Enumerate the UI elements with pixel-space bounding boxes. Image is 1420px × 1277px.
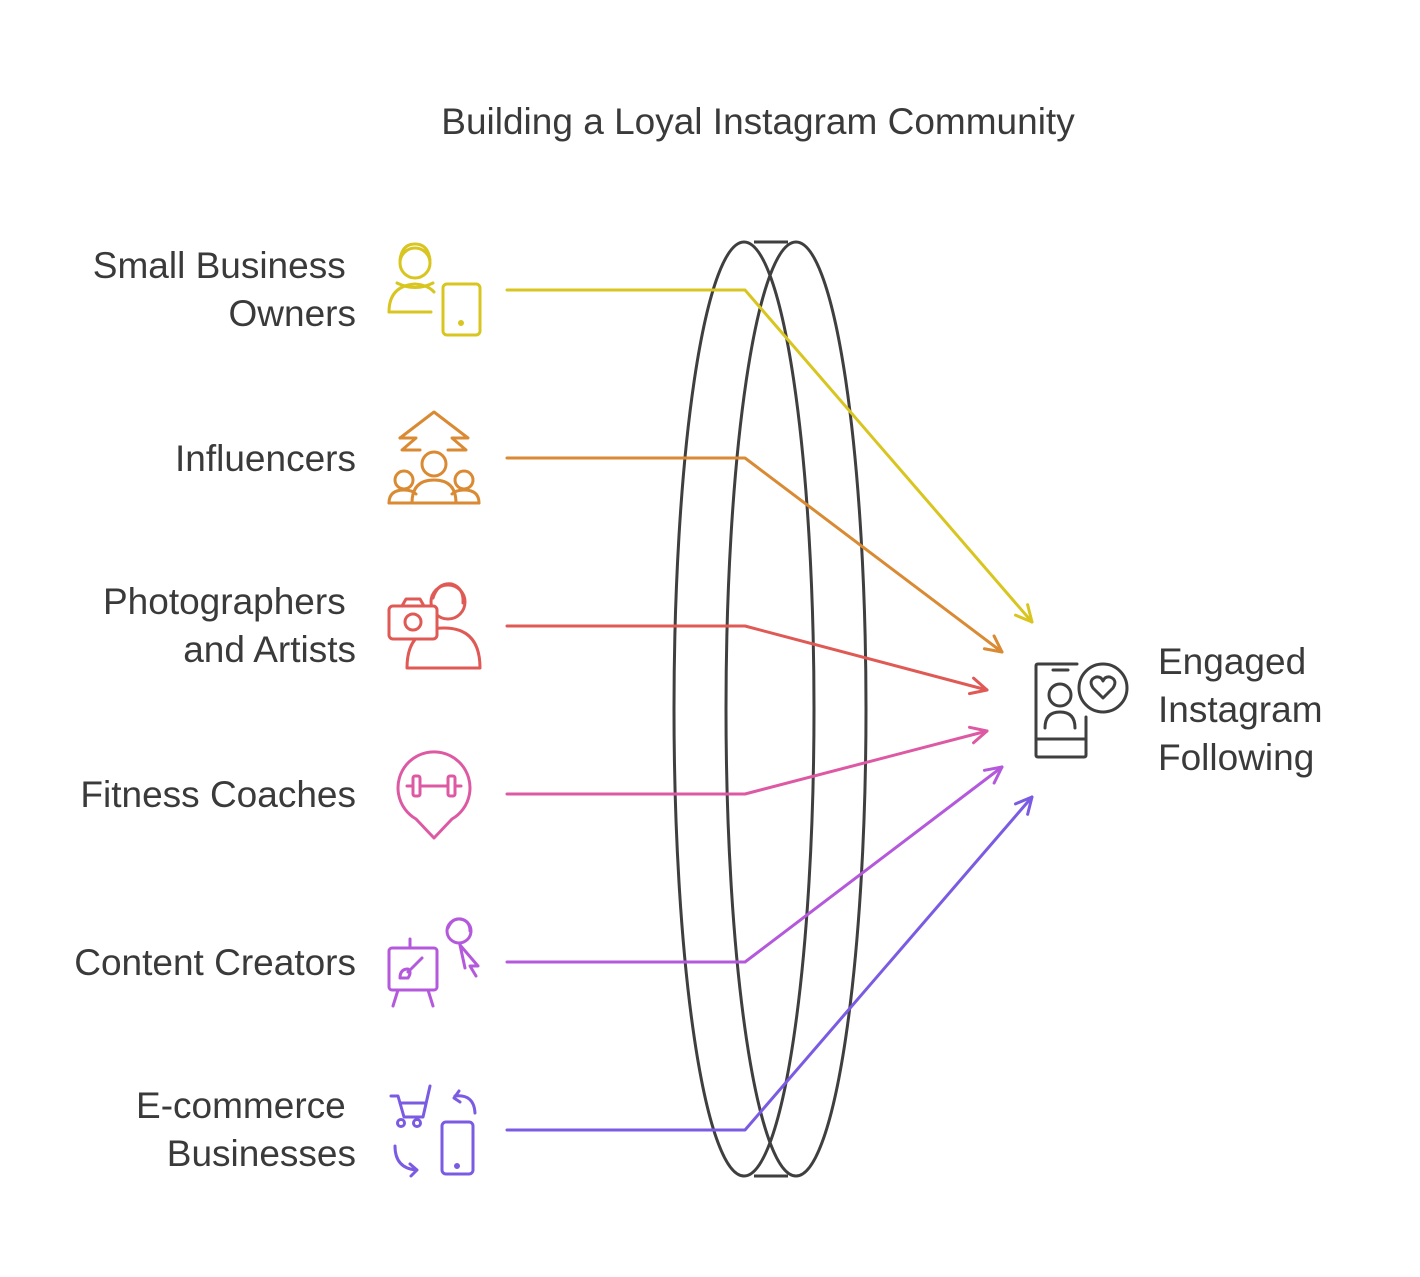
photographer-camera-icon <box>387 582 482 670</box>
connector-fitness-coaches <box>505 725 989 796</box>
connector-photographers-artists <box>505 624 989 696</box>
label-fitness-coaches: Fitness Coaches <box>80 774 356 815</box>
ecommerce-cart-phone-icon <box>389 1084 477 1178</box>
target-label: Engaged Instagram Following <box>1158 641 1333 778</box>
connector-ecommerce-businesses <box>505 795 1034 1132</box>
connector-influencers <box>505 456 1004 654</box>
business-owner-tablet-icon <box>387 242 482 337</box>
label-small-business-owners: Small Business Owners <box>93 245 356 334</box>
label-influencers: Influencers <box>175 438 356 479</box>
funnel-lens <box>672 240 868 1178</box>
influencer-crowd-icon <box>387 410 481 505</box>
connector-small-business-owners <box>505 288 1034 624</box>
label-ecommerce-businesses: E-commerce Businesses <box>136 1085 356 1174</box>
diagram-title: Building a Loyal Instagram Community <box>441 101 1075 142</box>
label-content-creators: Content Creators <box>74 942 356 983</box>
fitness-dumbbell-pin-icon <box>396 750 472 840</box>
label-photographers-artists: Photographers and Artists <box>103 581 356 670</box>
connector-content-creators <box>505 765 1004 964</box>
connectors <box>505 288 1034 1132</box>
phone-profile-heart-icon <box>1034 662 1129 759</box>
creator-easel-icon <box>387 917 480 1008</box>
